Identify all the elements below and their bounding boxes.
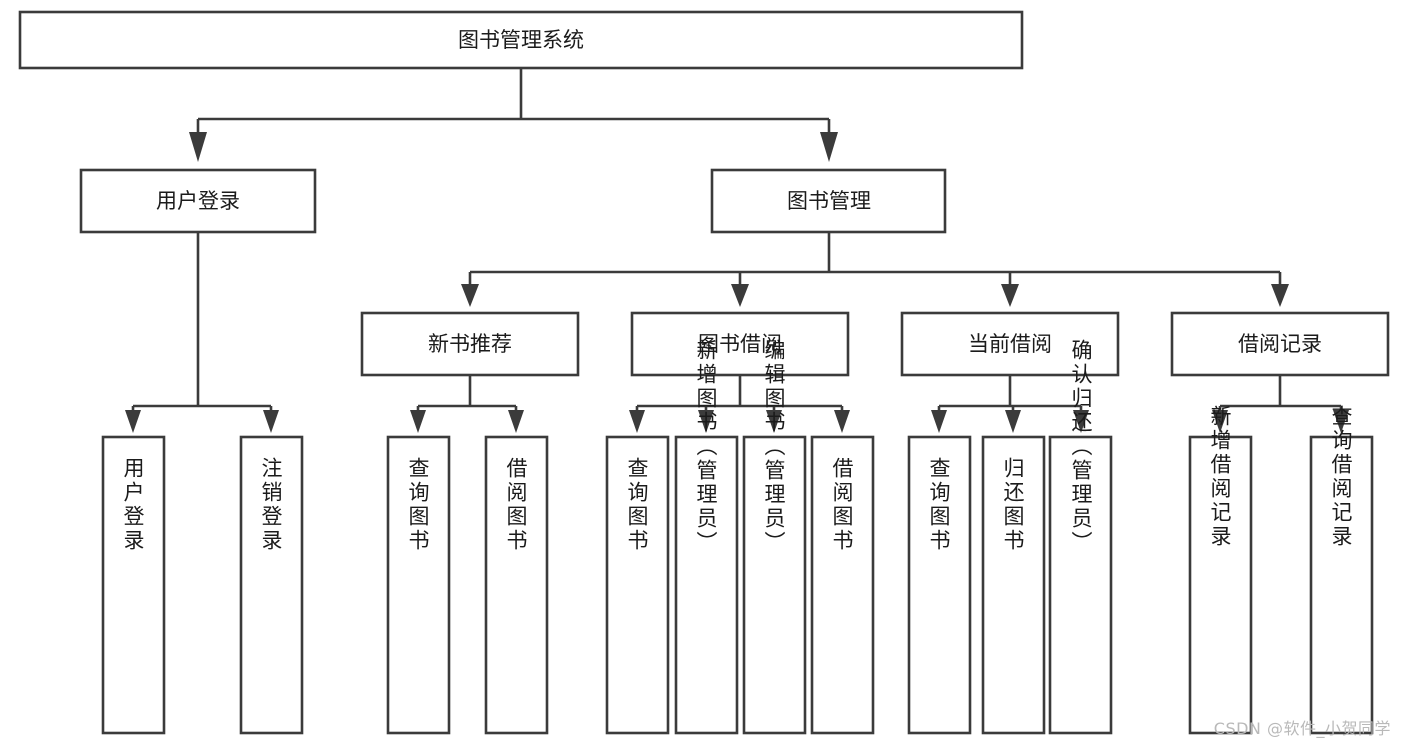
node-leaf-borrow-book[interactable]: 借阅图书: [810, 435, 875, 735]
node-leaf-user-logout[interactable]: 注销登录: [239, 435, 304, 735]
node-current-borrow-label: 当前借阅: [968, 332, 1052, 356]
node-leaf-add-book[interactable]: 新增图书（管理员）: [674, 339, 739, 735]
node-new-book-recommend-box[interactable]: [360, 311, 580, 377]
arrow-head-leaf-confirm-return: [1073, 410, 1089, 433]
node-leaf-user-login[interactable]: 用户登录: [101, 435, 166, 735]
edge-group-user-login: [125, 232, 279, 433]
arrow-head-leaf-borrow-book-recommend: [508, 410, 524, 433]
arrow-head-leaf-query-book-recommend: [410, 410, 426, 433]
node-leaf-borrow-book-box[interactable]: [810, 435, 875, 735]
node-leaf-query-borrow-record-box[interactable]: [1309, 435, 1374, 735]
node-book-manage[interactable]: 图书管理: [710, 168, 947, 234]
node-leaf-query-book-current[interactable]: 查询图书: [907, 435, 972, 735]
node-book-borrow-label: 图书借阅: [698, 332, 782, 356]
node-book-borrow-box[interactable]: [630, 311, 850, 377]
node-leaf-query-book-current-label: 查询图书: [927, 457, 951, 553]
arrow-head-leaf-add-book: [698, 410, 714, 433]
node-leaf-user-logout-label: 注销登录: [259, 457, 283, 553]
node-leaf-user-login-box[interactable]: [101, 435, 166, 735]
arrow-head-leaf-edit-book: [766, 410, 782, 433]
node-leaf-query-book-recommend-box[interactable]: [386, 435, 451, 735]
node-leaf-query-book-borrow-box[interactable]: [605, 435, 670, 735]
node-current-borrow[interactable]: 当前借阅: [900, 311, 1120, 377]
node-book-manage-box[interactable]: [710, 168, 947, 234]
arrow-head-leaf-borrow-book: [834, 410, 850, 433]
node-leaf-return-book-box[interactable]: [981, 435, 1046, 735]
node-leaf-borrow-book-recommend[interactable]: 借阅图书: [484, 435, 549, 735]
node-leaf-user-logout-box[interactable]: [239, 435, 304, 735]
node-borrow-record-box[interactable]: [1170, 311, 1390, 377]
node-leaf-confirm-return-label: 确认归还（管理员）: [1069, 339, 1093, 555]
arrow-head-borrow-record: [1271, 284, 1289, 307]
node-leaf-query-book-current-box[interactable]: [907, 435, 972, 735]
edge-group-new-book-recommend: [410, 375, 524, 433]
node-leaf-borrow-book-label: 借阅图书: [830, 457, 854, 553]
node-leaf-confirm-return-box[interactable]: [1048, 435, 1113, 735]
arrow-head-current-borrow: [1001, 284, 1019, 307]
node-borrow-record-label: 借阅记录: [1238, 332, 1322, 356]
node-root-label: 图书管理系统: [458, 28, 584, 52]
node-new-book-recommend[interactable]: 新书推荐: [360, 311, 580, 377]
node-leaf-edit-book-label: 编辑图书（管理员）: [762, 339, 786, 555]
node-leaf-query-book-borrow-label: 查询图书: [625, 457, 649, 553]
node-leaf-query-borrow-record-label: 查询借阅记录: [1329, 405, 1353, 549]
node-book-borrow[interactable]: 图书借阅: [630, 311, 850, 377]
edge-group-current-borrow: [931, 375, 1089, 433]
node-borrow-record[interactable]: 借阅记录: [1170, 311, 1390, 377]
node-leaf-return-book-label: 归还图书: [1001, 457, 1025, 553]
arrow-head-leaf-query-book-borrow: [629, 410, 645, 433]
node-leaf-add-borrow-record[interactable]: 新增借阅记录: [1188, 405, 1253, 735]
node-leaf-edit-book[interactable]: 编辑图书（管理员）: [742, 339, 807, 735]
arrow-head-book-borrow: [731, 284, 749, 307]
node-user-login-box[interactable]: [79, 168, 317, 234]
arrow-head-leaf-user-logout: [263, 410, 279, 433]
node-leaf-query-book-recommend-label: 查询图书: [406, 457, 430, 553]
arrow-head-new-book-recommend: [461, 284, 479, 307]
node-leaf-add-borrow-record-box[interactable]: [1188, 435, 1253, 735]
node-leaf-query-book-borrow[interactable]: 查询图书: [605, 435, 670, 735]
arrow-head-leaf-query-book-current: [931, 410, 947, 433]
node-leaf-borrow-book-recommend-label: 借阅图书: [504, 457, 528, 553]
edge-group-book-borrow: [629, 375, 850, 433]
node-user-login-label: 用户登录: [156, 189, 240, 213]
node-leaf-query-borrow-record[interactable]: 查询借阅记录: [1309, 405, 1374, 735]
node-root[interactable]: 图书管理系统: [18, 10, 1024, 70]
edge-group-borrow-record: [1212, 375, 1349, 433]
node-current-borrow-box[interactable]: [900, 311, 1120, 377]
node-leaf-add-borrow-record-label: 新增借阅记录: [1208, 405, 1232, 549]
node-new-book-recommend-label: 新书推荐: [428, 332, 512, 356]
arrow-head-leaf-query-borrow-record: [1333, 410, 1349, 433]
arrow-head-leaf-add-borrow-record: [1212, 410, 1228, 433]
node-leaf-query-book-recommend[interactable]: 查询图书: [386, 435, 451, 735]
node-leaf-return-book[interactable]: 归还图书: [981, 435, 1046, 735]
node-leaf-add-book-label: 新增图书（管理员）: [694, 339, 718, 555]
node-leaf-borrow-book-recommend-box[interactable]: [484, 435, 549, 735]
node-user-login[interactable]: 用户登录: [79, 168, 317, 234]
arrow-head-book-manage: [820, 132, 838, 162]
node-leaf-add-book-box[interactable]: [674, 435, 739, 735]
node-root-box[interactable]: [18, 10, 1024, 70]
node-leaf-edit-book-box[interactable]: [742, 435, 807, 735]
arrow-head-leaf-user-login: [125, 410, 141, 433]
edge-group-root: [189, 68, 838, 162]
edge-group-book-manage: [461, 232, 1289, 307]
arrow-head-user-login: [189, 132, 207, 162]
node-leaf-user-login-label: 用户登录: [121, 457, 145, 553]
node-book-manage-label: 图书管理: [787, 189, 871, 213]
arrow-head-leaf-return-book: [1005, 410, 1021, 433]
node-leaf-confirm-return[interactable]: 确认归还（管理员）: [1048, 339, 1113, 735]
